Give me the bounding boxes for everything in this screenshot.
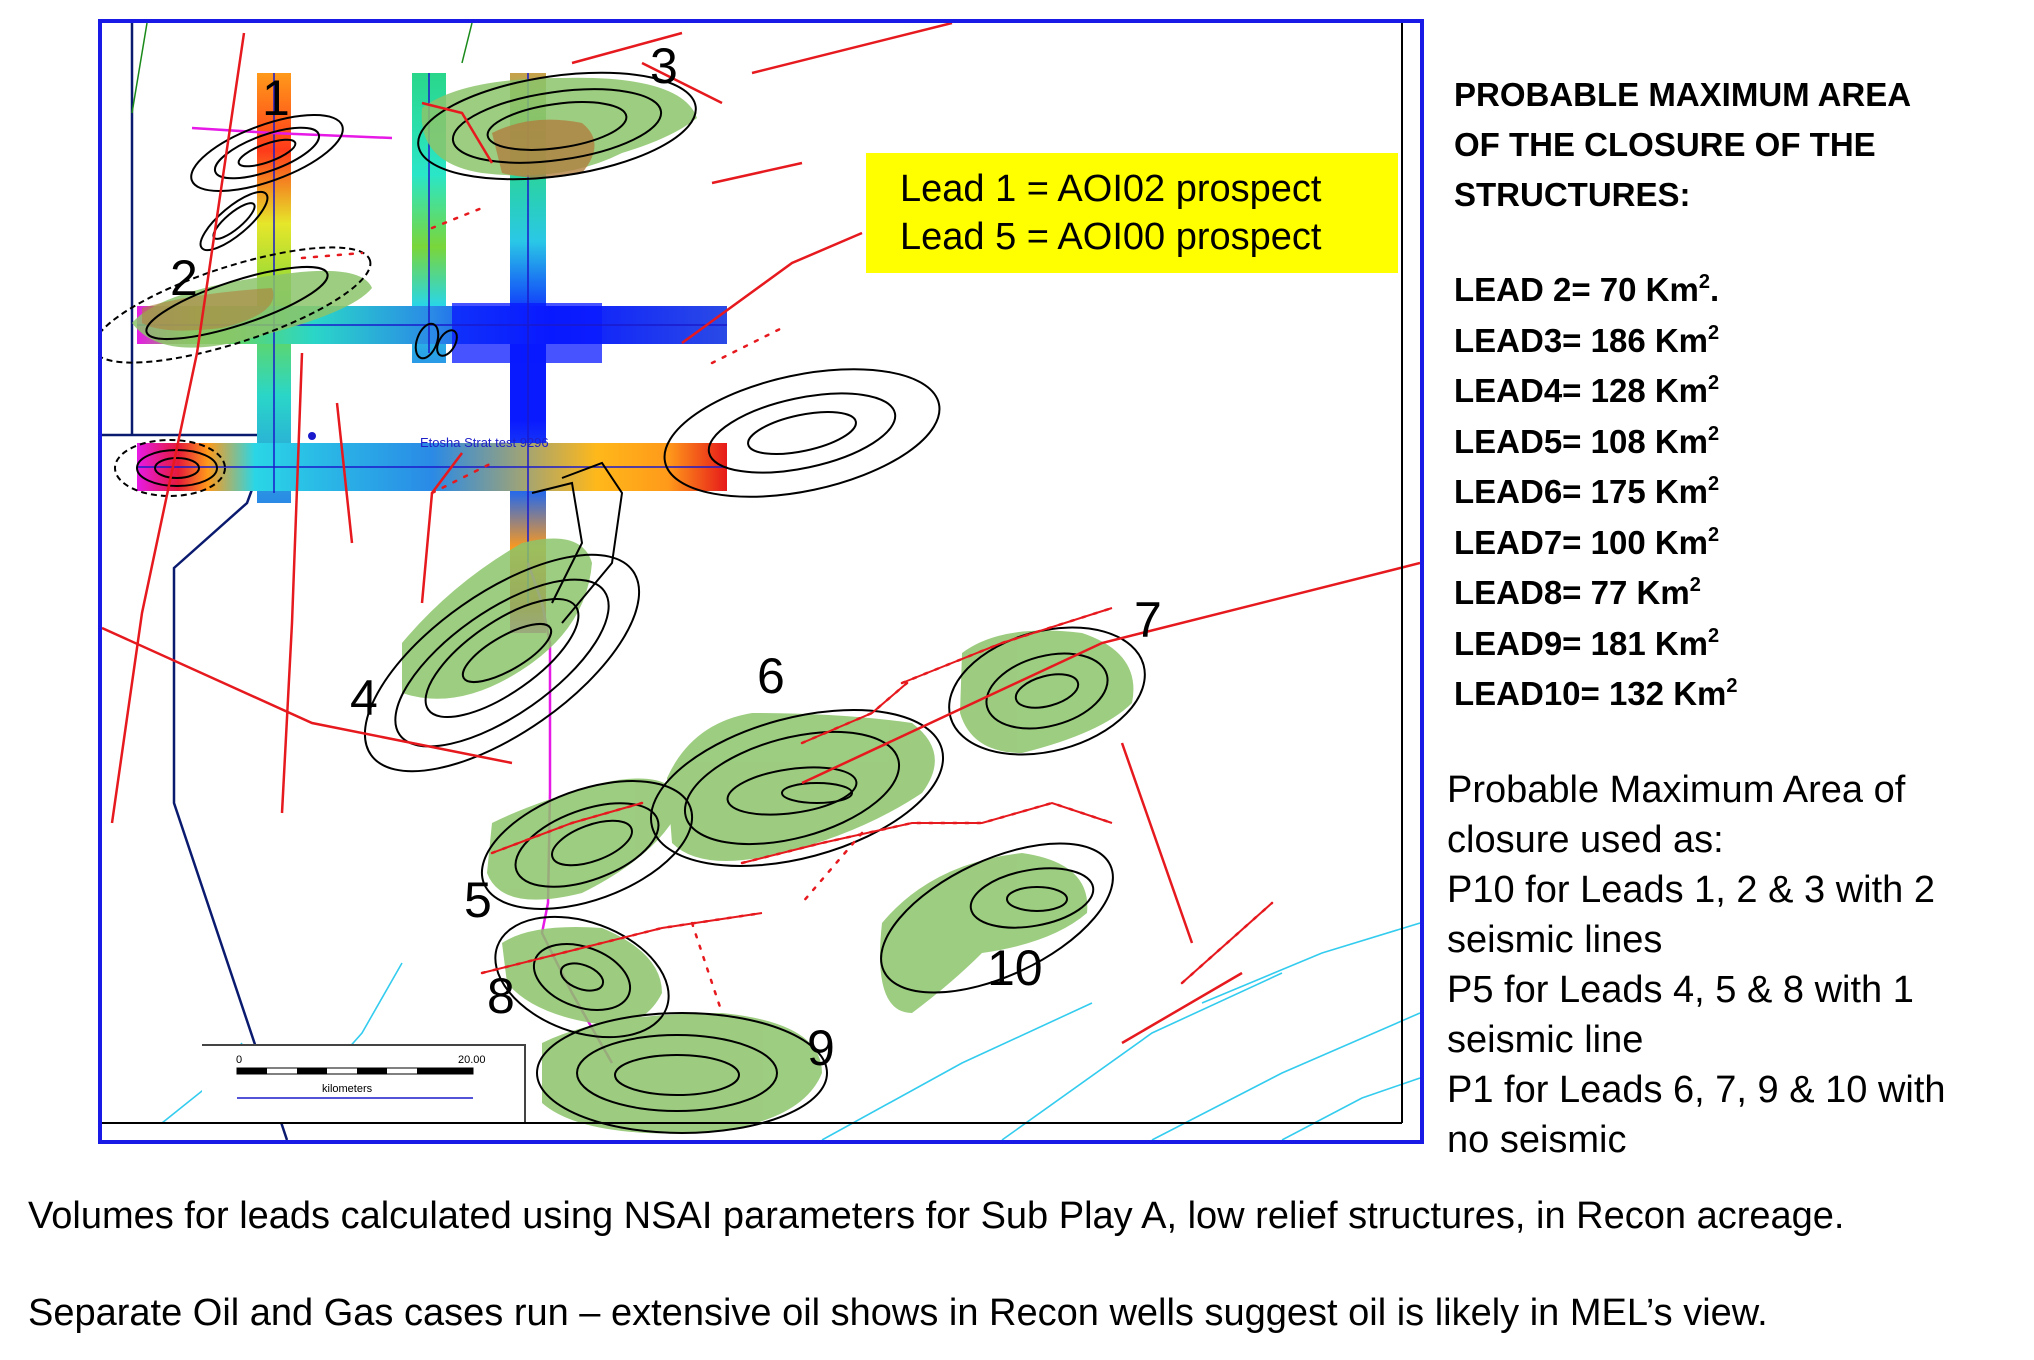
contour-4-tail <box>561 461 624 624</box>
lead-area-item: LEAD10= 132 Km2 <box>1454 669 2014 720</box>
map-canvas <box>102 23 1420 1140</box>
lead-area-text: LEAD4= 128 Km <box>1454 372 1709 409</box>
lead-area-unit-exponent: 2 <box>1708 422 1720 445</box>
lead-area-unit-exponent: 2 <box>1708 321 1720 344</box>
lead-label-1: 1 <box>262 70 290 126</box>
structure-contours <box>102 71 1146 1134</box>
lead-label-6: 6 <box>757 648 785 704</box>
usage-line: P1 for Leads 6, 7, 9 & 10 with <box>1447 1069 1946 1111</box>
lead-label-7: 7 <box>1134 592 1162 648</box>
lead-area-item: LEAD 2= 70 Km2. <box>1454 265 2014 316</box>
lead-label-4: 4 <box>350 670 378 726</box>
callout-line-1: Lead 1 = AOI02 prospect <box>900 168 1322 210</box>
well-label: Etosha Strat test 9296 <box>420 435 549 450</box>
scale-max-label: 20.00 <box>458 1054 486 1066</box>
closure-area-heading-line: PROBABLE MAXIMUM AREA <box>1454 76 1912 113</box>
lead-area-text: LEAD7= 100 Km <box>1454 523 1709 561</box>
usage-line: P5 for Leads 4, 5 & 8 with 1 <box>1447 969 1914 1011</box>
closure-area-heading-line: STRUCTURES: <box>1454 176 1691 213</box>
block-boundary <box>102 433 289 1140</box>
topography-lines <box>131 23 473 114</box>
lead-area-item: LEAD6= 175 Km2 <box>1454 467 2014 518</box>
lead-area-text: LEAD 2= 70 Km <box>1454 271 1699 308</box>
lead-label-8: 8 <box>487 968 515 1024</box>
scale-units-label: kilometers <box>322 1083 373 1095</box>
closure-area-heading-line: OF THE CLOSURE OF THE <box>1454 126 1876 163</box>
lead-area-item: LEAD7= 100 Km2 <box>1454 518 2014 569</box>
callout-line-2: Lead 5 = AOI00 prospect <box>900 216 1322 258</box>
scale-ruler <box>236 1067 474 1099</box>
lead-area-unit-exponent: 2 <box>1708 372 1720 394</box>
lead-area-unit-exponent: 2 <box>1708 624 1720 647</box>
usage-line: no seismic <box>1447 1119 1627 1161</box>
lead-2-brown <box>142 288 274 331</box>
well-marker <box>308 432 316 440</box>
lead-label-3: 3 <box>650 38 678 94</box>
prospect-callout: Lead 1 = AOI02 prospect Lead 5 = AOI00 p… <box>866 153 1398 273</box>
lead-label-10: 10 <box>987 940 1043 996</box>
map-frame: 1 2 3 4 5 6 7 8 9 10 Lead 1 = AOI02 pros… <box>98 19 1424 1144</box>
scale-bar: 0 20.00 kilometers <box>202 1044 526 1122</box>
contour-4-tail-2 <box>531 481 584 604</box>
lead-area-unit-exponent: 2 <box>1698 271 1710 293</box>
lead-area-unit-exponent: 2 <box>1708 523 1720 546</box>
usage-line: seismic lines <box>1447 919 1663 961</box>
lead-area-text: LEAD8= 77 Km <box>1454 574 1690 611</box>
lead-area-suffix: . <box>1709 271 1720 308</box>
lead-area-unit-exponent: 2 <box>1689 574 1701 596</box>
lead-area-item: LEAD9= 181 Km2 <box>1454 619 2014 670</box>
lead-area-unit-exponent: 2 <box>1708 473 1720 495</box>
lead-area-text: LEAD10= 132 Km <box>1454 675 1727 712</box>
lead-label-9: 9 <box>807 1020 835 1076</box>
lead-label-5: 5 <box>464 872 492 928</box>
lead-area-item: LEAD3= 186 Km2 <box>1454 316 2014 367</box>
lead-area-text: LEAD9= 181 Km <box>1454 624 1709 662</box>
lead-label-2: 2 <box>170 250 198 306</box>
usage-line: seismic line <box>1447 1019 1644 1061</box>
volumes-note: Volumes for leads calculated using NSAI … <box>28 1195 1845 1237</box>
well-track-north <box>191 126 393 140</box>
closure-usage-panel: Probable Maximum Area of closure used as… <box>1447 765 2027 1165</box>
lead-area-text: LEAD5= 108 Km <box>1454 422 1709 460</box>
lead-area-item: LEAD4= 128 Km2 <box>1454 366 2014 417</box>
lead-area-item: LEAD8= 77 Km2 <box>1454 568 2014 619</box>
lead-area-text: LEAD3= 186 Km <box>1454 321 1709 359</box>
closure-area-panel: PROBABLE MAXIMUM AREA OF THE CLOSURE OF … <box>1454 70 2014 720</box>
closure-area-heading: PROBABLE MAXIMUM AREA OF THE CLOSURE OF … <box>1454 70 2014 220</box>
cases-note: Separate Oil and Gas cases run – extensi… <box>28 1292 1768 1334</box>
fault-traces <box>481 607 1273 984</box>
lead-area-text: LEAD6= 175 Km <box>1454 473 1709 510</box>
usage-line: Probable Maximum Area of <box>1447 769 1906 811</box>
usage-line: closure used as: <box>1447 819 1724 861</box>
scale-zero-label: 0 <box>236 1054 243 1066</box>
lead-area-unit-exponent: 2 <box>1726 675 1738 697</box>
lead-area-item: LEAD5= 108 Km2 <box>1454 417 2014 468</box>
usage-line: P10 for Leads 1, 2 & 3 with 2 <box>1447 869 1935 911</box>
